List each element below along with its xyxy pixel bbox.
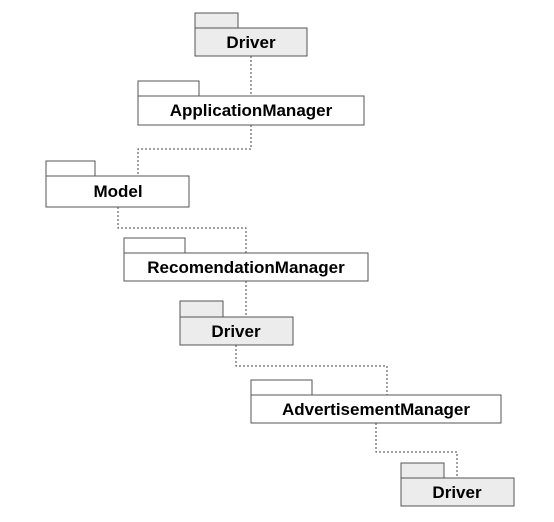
package-tab — [179, 300, 224, 318]
package-body — [250, 394, 502, 424]
package-label: AdvertisementManager — [282, 400, 470, 419]
package-body — [179, 316, 294, 346]
package-label: Driver — [432, 483, 482, 502]
package-body — [123, 252, 369, 282]
package-tab — [194, 12, 239, 29]
package-tab — [45, 160, 96, 177]
package-label: Model — [93, 182, 142, 201]
package-body — [137, 95, 365, 126]
package-label: Driver — [226, 33, 276, 52]
package-advertisement-manager[interactable]: AdvertisementManager — [250, 379, 502, 424]
package-driver[interactable]: Driver — [400, 462, 515, 507]
connector-applicationmanager-to-model — [137, 125, 252, 176]
package-application-manager[interactable]: ApplicationManager — [137, 80, 365, 126]
package-body — [45, 175, 190, 208]
package-body — [400, 477, 515, 507]
package-driver[interactable]: Driver — [179, 300, 294, 346]
package-recomendation-manager[interactable]: RecomendationManager — [123, 237, 369, 282]
connectors — [117, 56, 458, 478]
package-tab — [137, 80, 200, 97]
package-label: RecomendationManager — [147, 258, 345, 277]
package-label: ApplicationManager — [170, 101, 333, 120]
package-body — [194, 27, 308, 57]
package-tab — [400, 462, 445, 479]
package-tab — [250, 379, 313, 396]
package-model[interactable]: Model — [45, 160, 190, 208]
package-tab — [123, 237, 186, 254]
package-driver[interactable]: Driver — [194, 12, 308, 57]
connector-driver2-to-advertisementmanager — [235, 345, 388, 395]
connector-advertisementmanager-to-driver3 — [375, 423, 458, 478]
package-label: Driver — [211, 322, 261, 341]
connector-model-to-recomendationmanager — [117, 207, 247, 253]
